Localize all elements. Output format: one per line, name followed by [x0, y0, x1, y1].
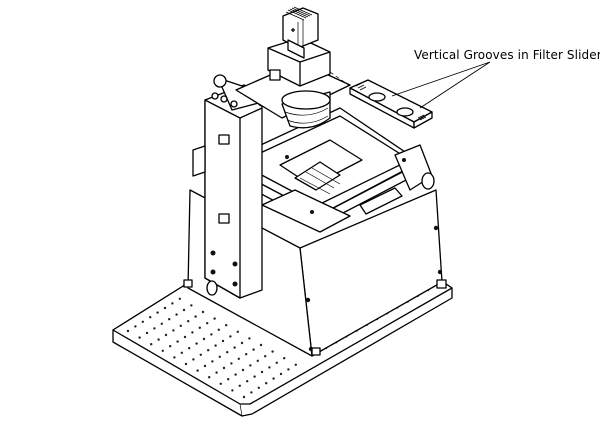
filter-slider	[329, 71, 433, 129]
annotation-leaders	[391, 61, 491, 109]
vertical-column	[192, 74, 271, 299]
objective-lens	[281, 90, 331, 129]
annotation-label: Vertical Grooves in Filter Slider	[414, 48, 600, 62]
camera-heatsink	[282, 6, 319, 59]
xy-stage	[249, 107, 435, 233]
breadboard-holes	[126, 283, 440, 399]
